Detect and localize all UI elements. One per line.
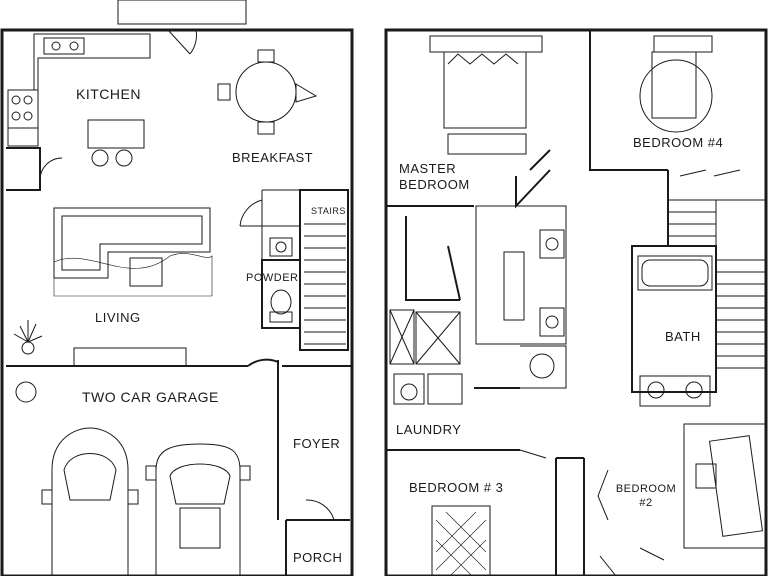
room-label-stairs: STAIRS [311, 206, 346, 216]
room-label-kitchen: KITCHEN [76, 86, 141, 102]
table-icon [217, 49, 318, 135]
water-heater-icon [15, 381, 37, 403]
bathtub-icon [637, 255, 713, 291]
car-icon [145, 443, 251, 576]
room-label-breakfast: BREAKFAST [232, 150, 314, 165]
stairs-steps [304, 223, 346, 345]
bed-icon [431, 505, 491, 576]
sink-icon [43, 37, 85, 55]
sink-icon [539, 307, 565, 337]
car-icon [41, 427, 139, 576]
desk-icon [683, 423, 767, 549]
room-label-bedroom2-1: BEDROOM [615, 483, 677, 495]
sink-icon [269, 237, 293, 257]
room-label-laundry: LAUNDRY [396, 422, 462, 437]
stove-icon [7, 89, 39, 129]
left-floor-walls [0, 0, 354, 576]
room-label-foyer: FOYER [293, 436, 341, 451]
room-label-bath: BATH [665, 329, 701, 344]
sink-icon [647, 381, 665, 399]
bed-icon [639, 35, 713, 133]
sofa-icon [53, 207, 213, 297]
plant-icon [13, 320, 43, 355]
room-label-bedroom4: BEDROOM #4 [633, 135, 724, 150]
room-label-porch: PORCH [293, 550, 343, 565]
toilet-icon [529, 353, 555, 379]
kitchen-island [87, 119, 145, 149]
room-label-powder: POWDER [246, 272, 299, 284]
bed-icon [429, 35, 543, 155]
room-label-living: LIVING [95, 310, 141, 325]
room-label-bedroom2-2: #2 [639, 497, 653, 509]
room-label-garage: TWO CAR GARAGE [82, 389, 219, 405]
room-label-master-2: BEDROOM [399, 177, 470, 192]
sink-icon [685, 381, 703, 399]
washer-icon [393, 373, 463, 405]
room-label-bedroom3: BEDROOM # 3 [409, 480, 504, 495]
tv-console [73, 347, 187, 367]
toilet-icon [270, 289, 292, 315]
room-label-master-1: MASTER [399, 161, 457, 176]
sink-icon [539, 229, 565, 259]
right-floor-walls [384, 28, 768, 576]
